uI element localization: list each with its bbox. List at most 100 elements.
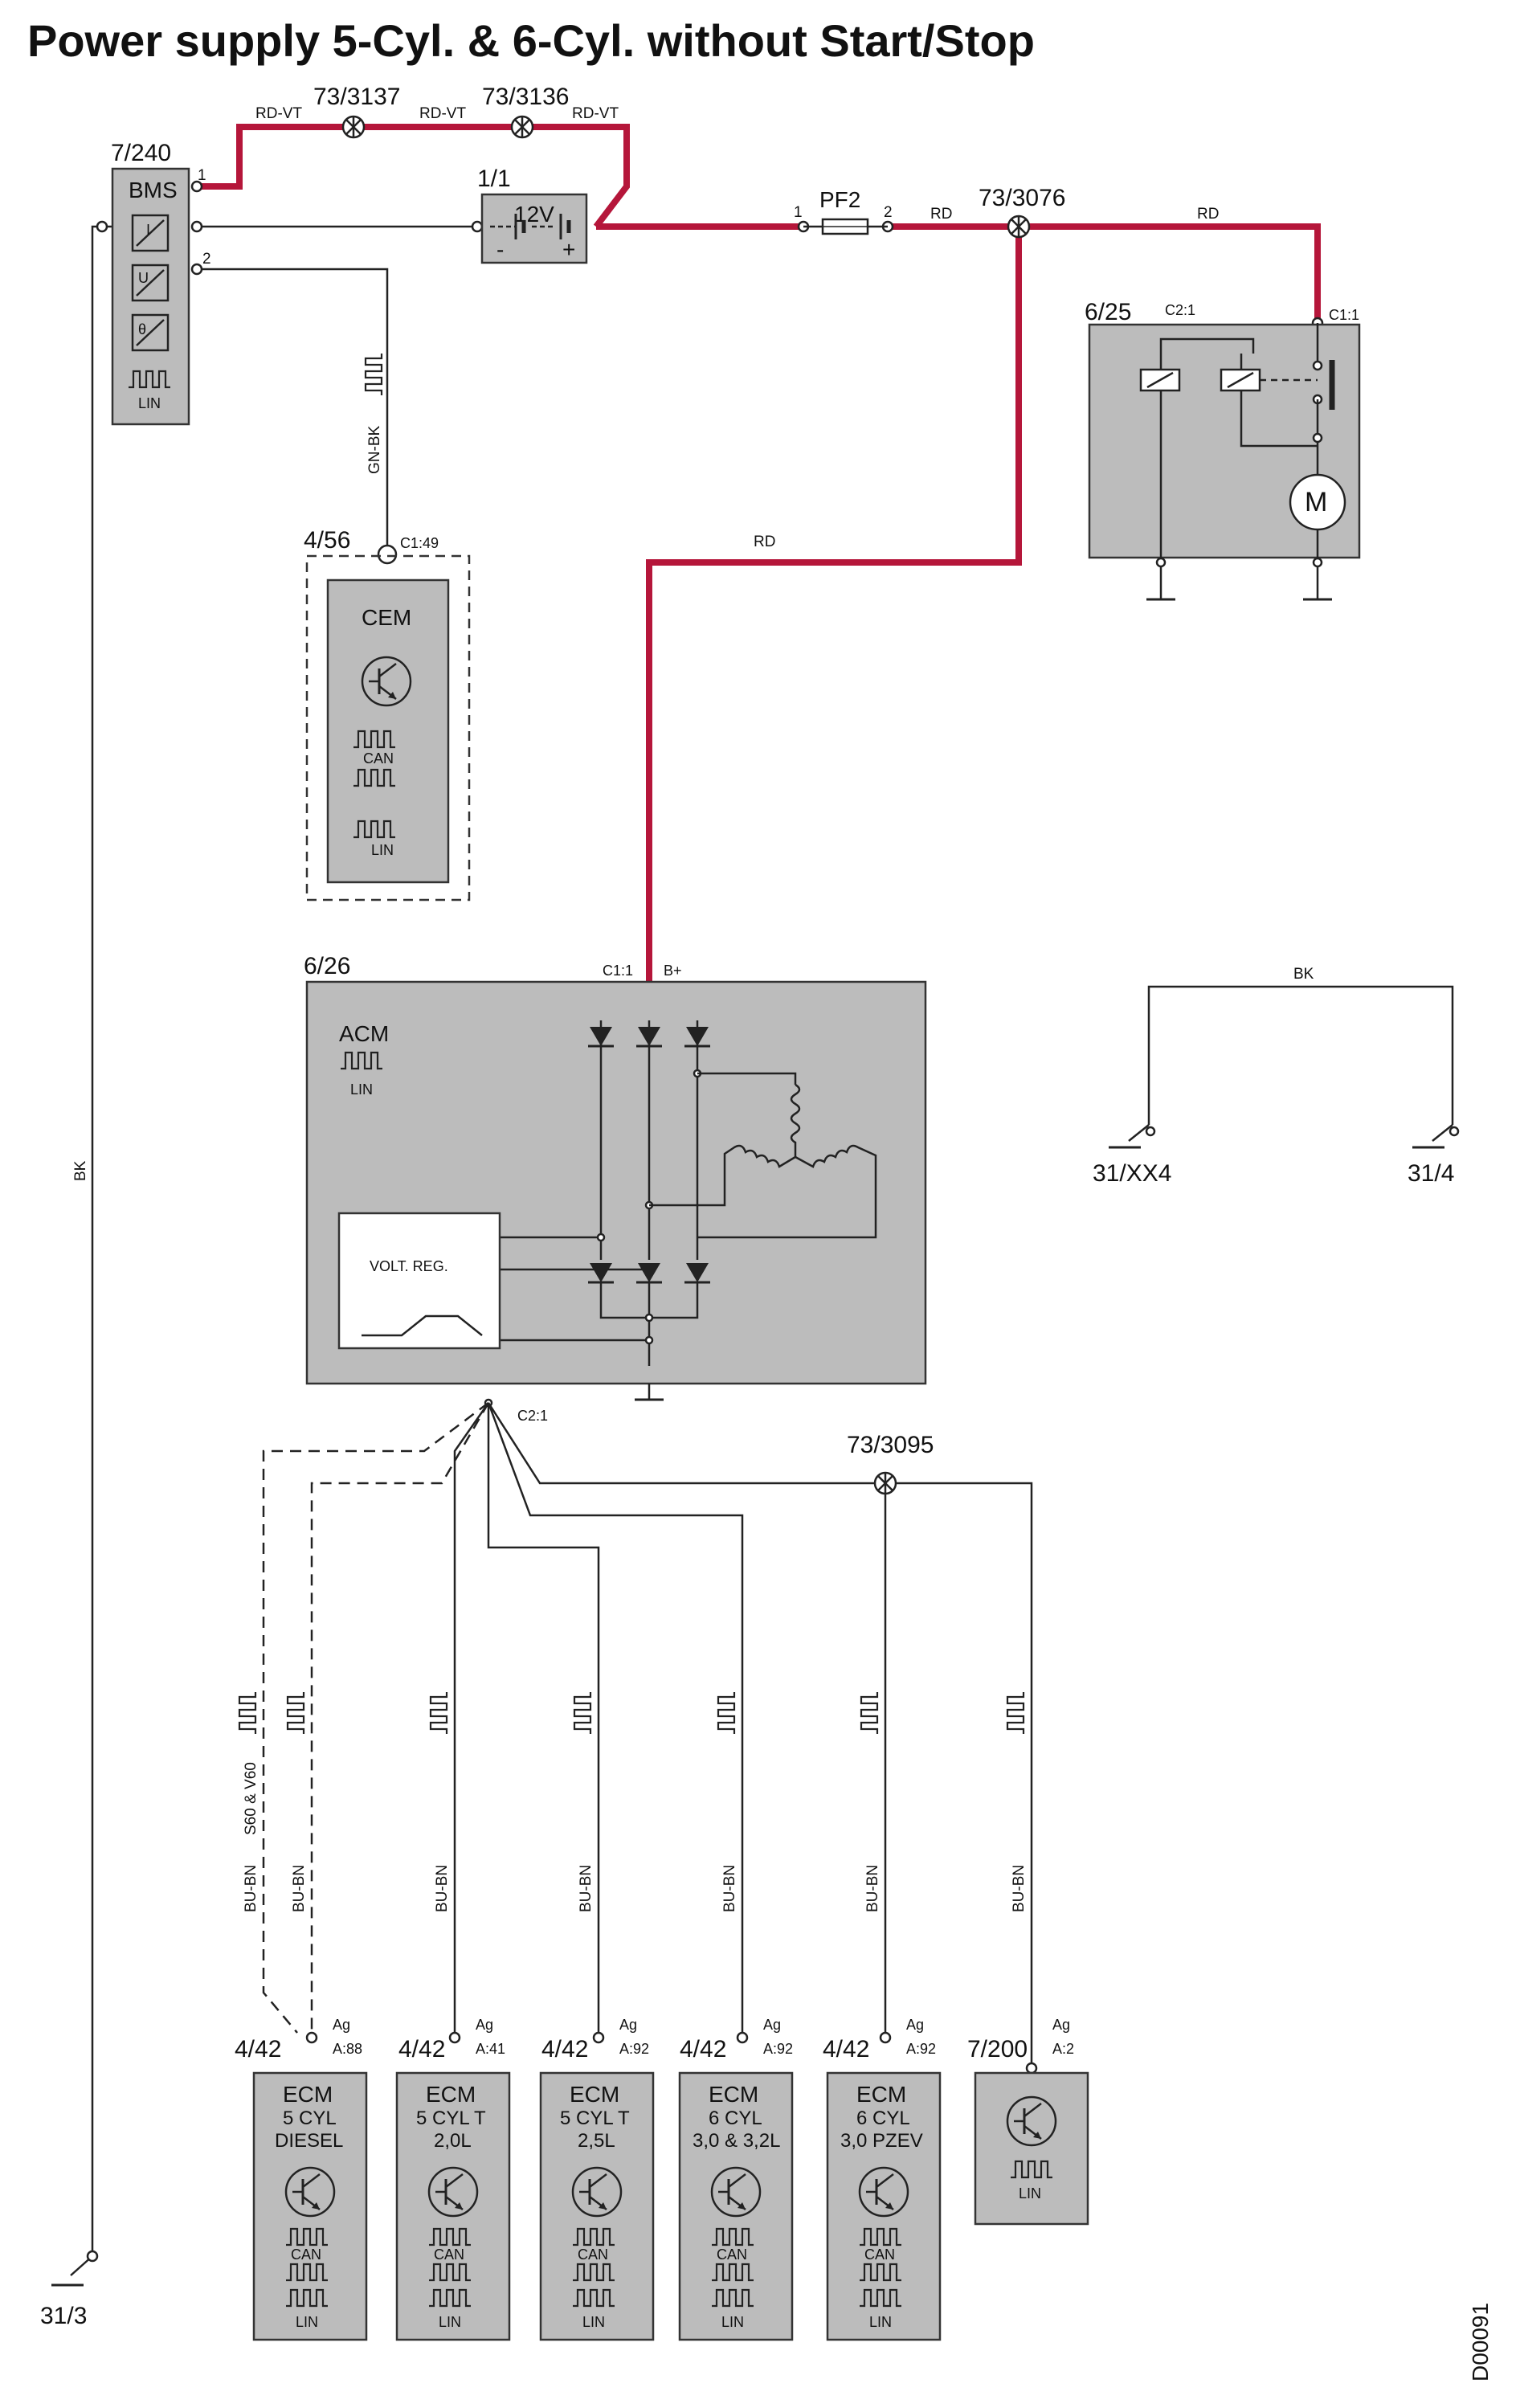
ecm-pin-a: Ag <box>906 2017 924 2033</box>
ecm-5cyl-diesel: 4/42 Ag A:88 ECM 5 CYL DIESEL CAN LIN <box>235 2017 368 2341</box>
fuse-pf2: PF2 1 2 <box>794 187 893 235</box>
fuse-pin2: 2 <box>884 204 893 221</box>
wire-splice-to-acm <box>598 227 1022 1011</box>
wire-bk-left <box>70 225 112 2276</box>
wire-label-bubn-1: BU-BN <box>243 1865 259 1912</box>
ecm-l3: 2,0L <box>434 2130 472 2152</box>
ecm-pin-a: Ag <box>619 2017 637 2033</box>
lin-wave-3-icon <box>429 1691 448 1735</box>
acm-ref: 6/26 <box>304 953 350 979</box>
starter-c1: C1:1 <box>1329 307 1359 323</box>
ecm-pin-a: Ag <box>333 2017 350 2033</box>
wire-label-bubn-6: BU-BN <box>864 1865 881 1912</box>
wire-label-rd-3: RD <box>754 534 775 550</box>
wire-lin-diesel-b <box>310 1402 490 2033</box>
ecm-5cyl-t-20l: 4/42 Ag A:41 ECM 5 CYL T 2,0L CAN LIN <box>395 2017 511 2341</box>
acm-bplus: B+ <box>664 963 682 979</box>
ecm-l2: 6 CYL <box>709 2108 762 2129</box>
stator-winding-2-icon <box>649 1144 796 1207</box>
stator-winding-3-icon <box>697 1144 877 1239</box>
ecm-can: CAN <box>717 2247 747 2263</box>
cem-ref: 4/56 <box>304 527 350 554</box>
bms-module: 7/240 BMS 1 2 I U θ LIN <box>111 140 211 426</box>
wire-lin-20l <box>453 1402 490 2033</box>
ecm-lin: LIN <box>582 2314 605 2330</box>
cem-lin: LIN <box>371 842 394 858</box>
module-7200-pin-b: A:2 <box>1052 2041 1074 2057</box>
wire-label-bk-right: BK <box>1293 966 1314 983</box>
ecm-l1: ECM <box>709 2082 758 2107</box>
starter-c2: C2:1 <box>1165 302 1195 318</box>
ecm-ref: 4/42 <box>398 2036 445 2063</box>
ecm-6cyl-30-pzev: 4/42 Ag A:92 ECM 6 CYL 3,0 PZEV CAN LIN <box>823 2017 942 2341</box>
ecm-l2: 5 CYL T <box>416 2108 486 2129</box>
page-title: Power supply 5-Cyl. & 6-Cyl. without Sta… <box>27 15 1035 66</box>
svg-text:θ: θ <box>138 321 146 337</box>
ecm-ref: 4/42 <box>823 2036 869 2063</box>
ecm-l3: 3,0 PZEV <box>840 2130 923 2152</box>
ecm-l2: 5 CYL T <box>560 2108 630 2129</box>
wire-label-bubn-4: BU-BN <box>578 1865 595 1912</box>
ecm-lin: LIN <box>439 2314 461 2330</box>
battery-ref: 1/1 <box>477 166 511 192</box>
splice-3076-icon <box>1007 215 1031 239</box>
wire-label-bubn-2: BU-BN <box>291 1865 308 1912</box>
lin-wave-7-icon <box>1006 1691 1025 1735</box>
wire-label-rdvt-1: RD-VT <box>255 105 302 122</box>
splice-3137-icon <box>341 115 366 139</box>
splice-3136-icon <box>510 115 534 139</box>
starter-motor-label: M <box>1305 487 1327 517</box>
ecm-l2: 6 CYL <box>856 2108 910 2129</box>
acm-lin: LIN <box>350 1081 373 1098</box>
wire-bms-to-battery-plus <box>197 124 630 229</box>
acm-regulator-label: VOLT. REG. <box>370 1258 448 1274</box>
module-7200-lin: LIN <box>1019 2185 1041 2202</box>
cem-module: 4/56 C1:49 CEM CAN LIN <box>304 527 471 901</box>
battery-label: 12V <box>514 202 554 227</box>
ecm-lin: LIN <box>869 2314 892 2330</box>
ecm-can: CAN <box>578 2247 608 2263</box>
splice-3076-label: 73/3076 <box>979 185 1065 211</box>
svg-text:I: I <box>146 222 150 238</box>
wire-lin-diesel-a <box>262 1402 489 2034</box>
wire-pf2-to-starter <box>888 223 1321 323</box>
ecm-lin: LIN <box>721 2314 744 2330</box>
temperature-sensor-icon: θ <box>131 313 170 352</box>
cem-can: CAN <box>363 750 394 767</box>
ecm-l3: DIESEL <box>275 2130 343 2152</box>
wire-lin-7200 <box>885 1482 1033 2065</box>
ecm-can: CAN <box>864 2247 895 2263</box>
voltage-sensor-icon: U <box>131 264 170 302</box>
bms-lin: LIN <box>138 395 161 411</box>
gnbk-signal-wave-icon <box>364 352 383 397</box>
bms-label: BMS <box>129 178 178 202</box>
lin-wave-6-icon <box>860 1691 879 1735</box>
fuse-label: PF2 <box>819 187 860 212</box>
ecm-pin-b: A:41 <box>476 2041 505 2057</box>
lin-wave-1-icon <box>238 1691 257 1735</box>
acm-c1: C1:1 <box>603 963 633 979</box>
ground-313: 31/3 <box>40 2303 87 2329</box>
svg-text:U: U <box>138 270 149 286</box>
lin-wave-5-icon <box>717 1691 736 1735</box>
ecm-l1: ECM <box>856 2082 906 2107</box>
ecm-l3: 3,0 & 3,2L <box>693 2130 780 2152</box>
ecm-l3: 2,5L <box>578 2130 615 2152</box>
ecm-pin-a: Ag <box>763 2017 781 2033</box>
lin-wave-2-icon <box>286 1691 305 1735</box>
splice-3095-label: 73/3095 <box>847 1432 934 1458</box>
bms-pin1: 1 <box>198 167 206 184</box>
module-7200-ref: 7/200 <box>967 2036 1028 2063</box>
wire-lin-25l <box>487 1403 600 2033</box>
battery-minus: - <box>496 237 504 262</box>
module-7200: 7/200 Ag A:2 LIN <box>967 2017 1089 2226</box>
wire-label-bubn-3: BU-BN <box>434 1865 451 1912</box>
ecm-pin-b: A:92 <box>763 2041 793 2057</box>
bms-pin2: 2 <box>202 251 211 268</box>
wire-label-bk-left: BK <box>72 1160 89 1181</box>
ecm-l1: ECM <box>570 2082 619 2107</box>
regulator-curve-icon <box>362 1314 483 1337</box>
splice-3095-icon <box>873 1471 897 1495</box>
ecm-pin-a: Ag <box>476 2017 493 2033</box>
ecm-5cyl-t-25l: 4/42 Ag A:92 ECM 5 CYL T 2,5L CAN LIN <box>539 2017 655 2341</box>
